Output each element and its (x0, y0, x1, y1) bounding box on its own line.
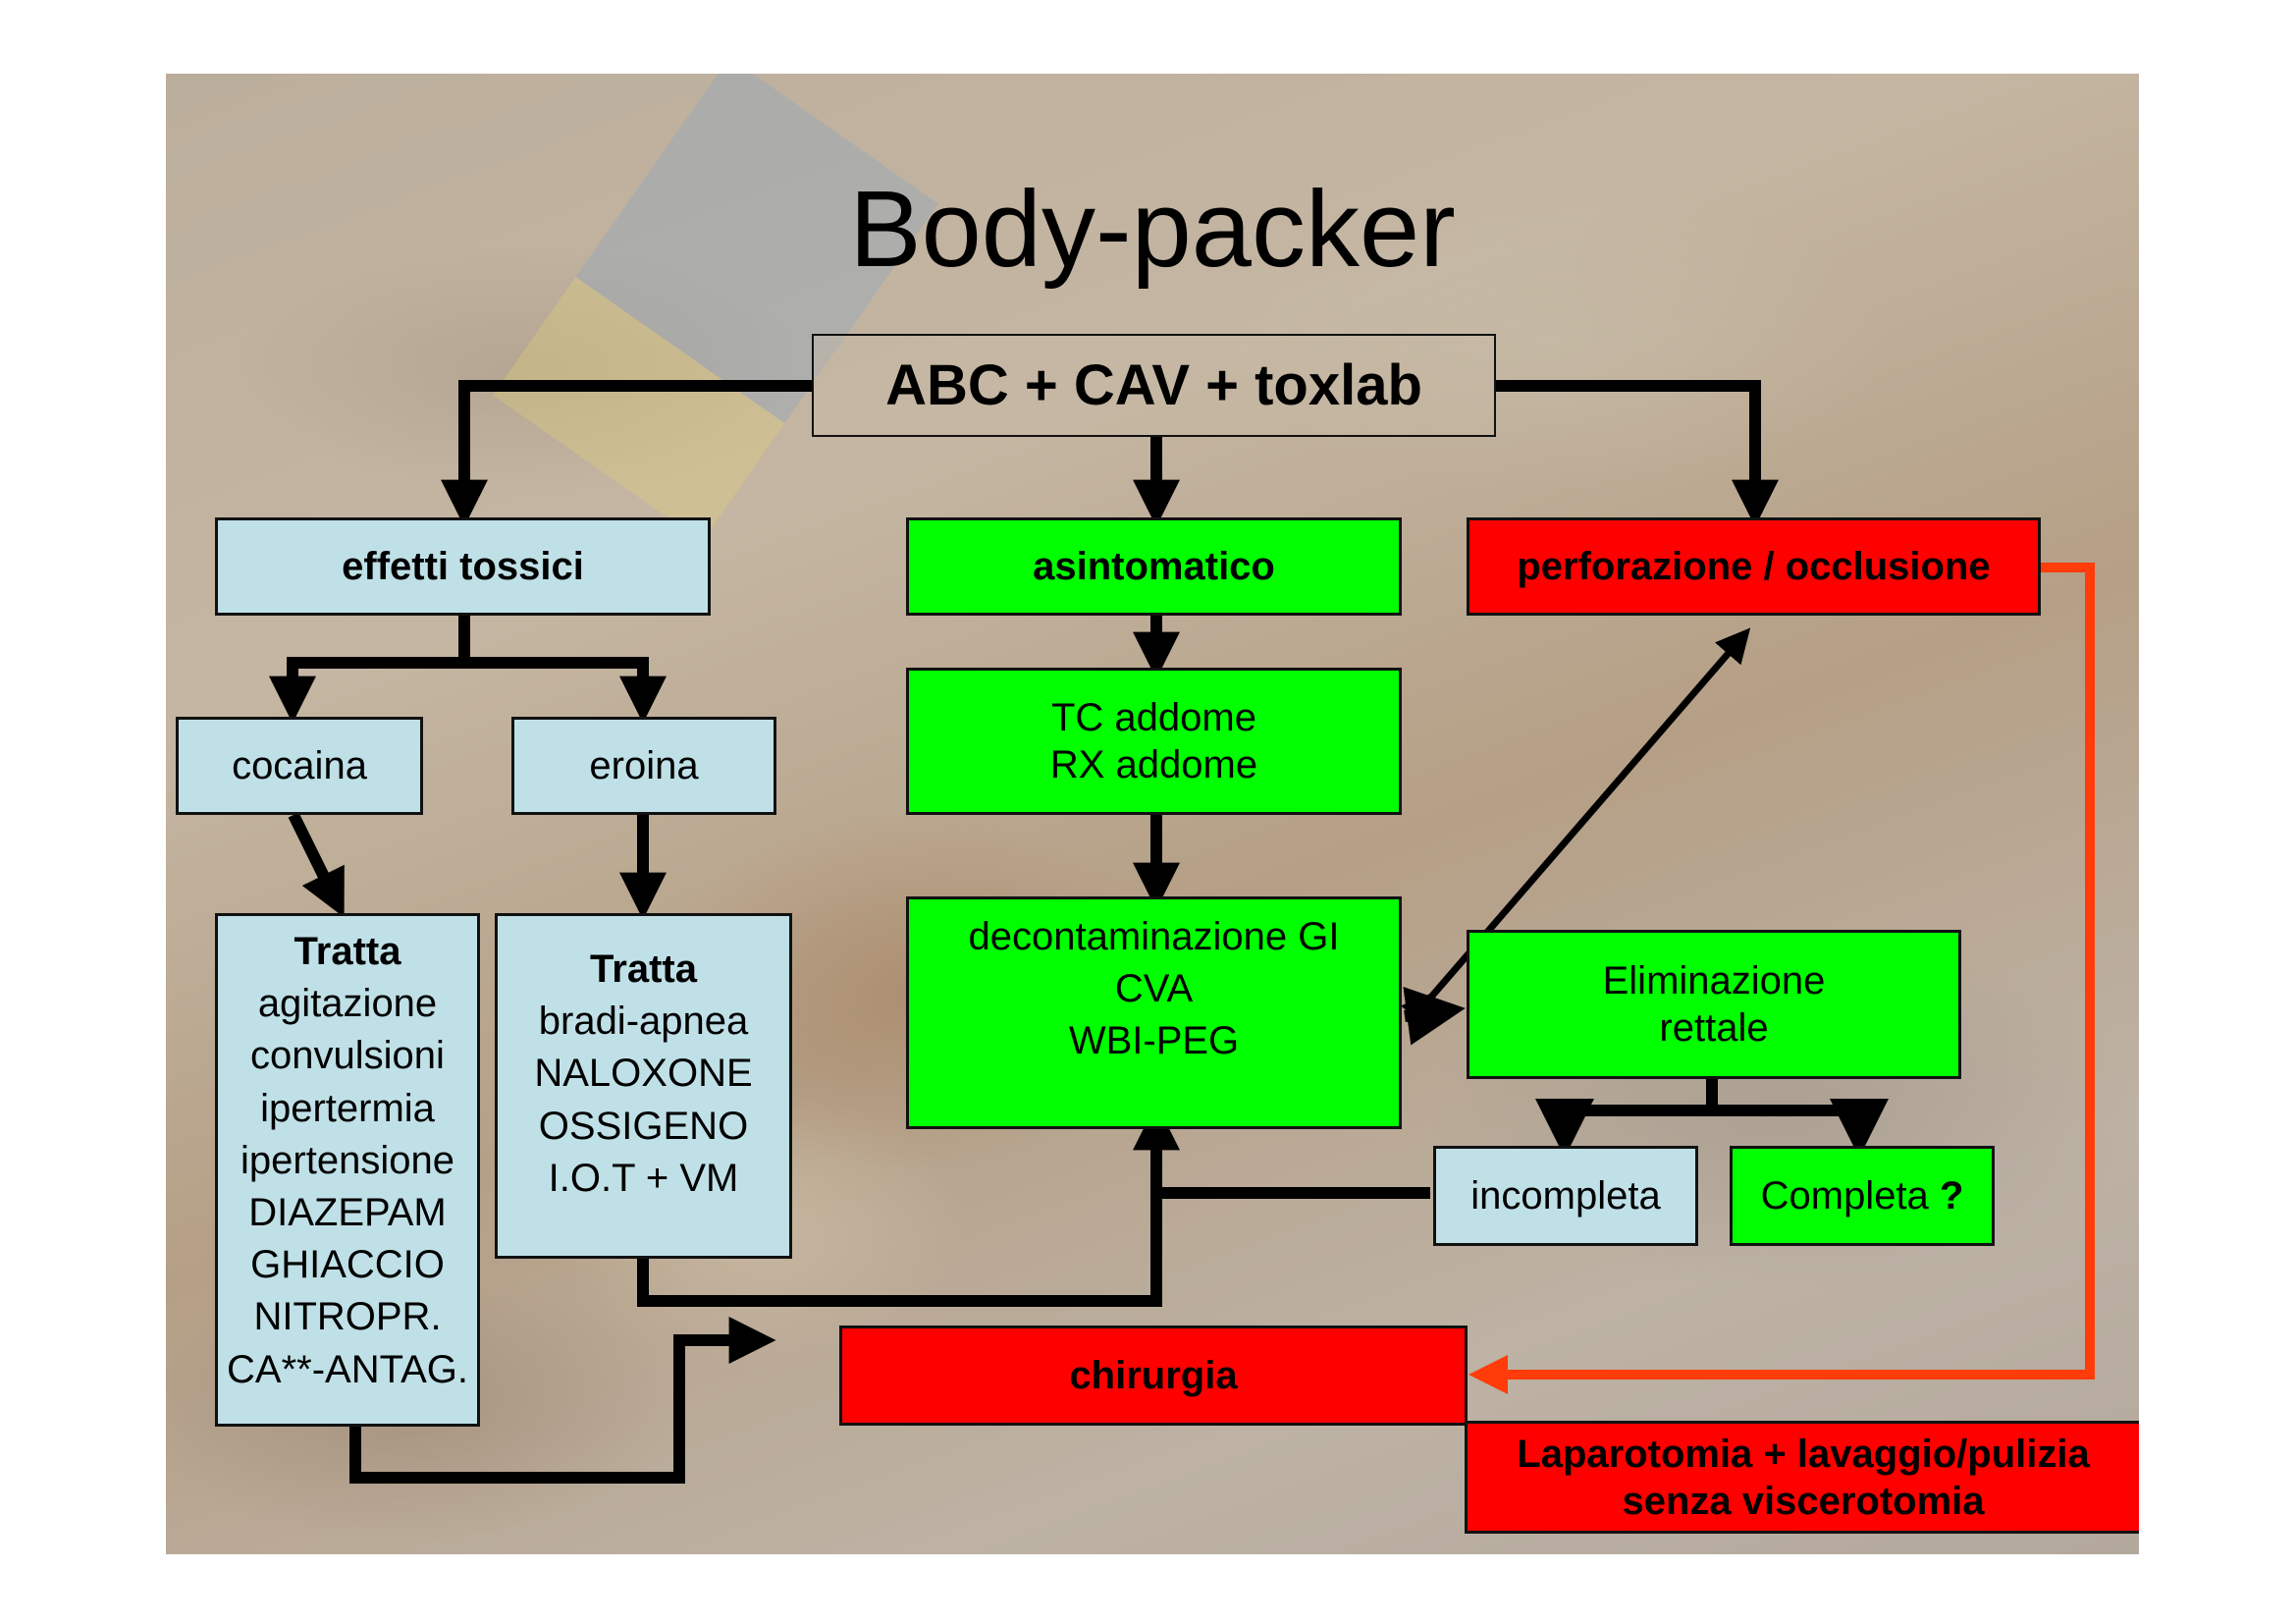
tratta-cocaina-heading: Tratta (294, 930, 401, 973)
tratta-eroina-item: bradi-apnea (538, 1000, 749, 1044)
tratta-cocaina-item: agitazione (257, 982, 438, 1026)
tratta-eroina-item: OSSIGENO (538, 1104, 749, 1148)
node-effetti-label: effetti tossici (342, 545, 584, 588)
node-eliminazione: Eliminazione rettale (1467, 930, 1961, 1079)
node-perforazione: perforazione / occlusione (1467, 517, 2041, 616)
node-effetti-tossici: effetti tossici (215, 517, 711, 616)
arrow-cocaina-tratta (288, 812, 345, 918)
tratta-cocaina-item: ipertermia (260, 1086, 435, 1130)
node-eroina: eroina (511, 717, 776, 815)
tratta-cocaina-item: DIAZEPAM (248, 1190, 447, 1234)
node-completa-label: Completa (1760, 1174, 1929, 1217)
slide: Body-packer (166, 74, 2139, 1554)
node-decontaminazione-line2: CVA (1114, 966, 1194, 1010)
node-decontaminazione: decontaminazione GI CVA WBI-PEG (906, 896, 1402, 1129)
node-decontaminazione-line3: WBI-PEG (1068, 1018, 1240, 1062)
tratta-cocaina-item: NITROPR. (253, 1295, 442, 1339)
tratta-cocaina-item: CA**-ANTAG. (227, 1347, 468, 1391)
node-asintomatico: asintomatico (906, 517, 1402, 616)
node-tratta-eroina: Tratta bradi-apnea NALOXONE OSSIGENO I.O… (495, 913, 792, 1259)
node-tc-line1: TC addome (1051, 696, 1256, 739)
node-asintomatico-label: asintomatico (1033, 545, 1275, 588)
node-eroina-label: eroina (589, 744, 699, 787)
tratta-eroina-item: NALOXONE (534, 1052, 753, 1096)
node-start-label: ABC + CAV + toxlab (885, 352, 1422, 417)
node-chirurgia: chirurgia (839, 1325, 1468, 1426)
arrow-eliminazione-incompleta (1535, 1099, 1712, 1158)
watermark-logo (493, 74, 938, 542)
question-mark: ? (1939, 1174, 1964, 1217)
tratta-cocaina-item: convulsioni (250, 1034, 445, 1078)
node-start: ABC + CAV + toxlab (812, 334, 1496, 437)
node-tc-line2: RX addome (1049, 743, 1258, 786)
arrow-start-perforazione (1496, 380, 1779, 527)
node-incompleta-label: incompleta (1470, 1174, 1661, 1217)
node-tratta-cocaina: Tratta agitazione convulsioni ipertermia… (215, 913, 480, 1427)
tratta-eroina-heading: Tratta (590, 947, 697, 991)
tratta-eroina-item: I.O.T + VM (548, 1156, 739, 1200)
node-perforazione-label: perforazione / occlusione (1517, 545, 1991, 588)
arrow-decontaminazione-eliminazione (1403, 986, 1466, 1046)
slide-title: Body-packer (849, 169, 1456, 290)
node-incompleta: incompleta (1433, 1146, 1698, 1246)
node-decontaminazione-line1: decontaminazione GI (968, 915, 1340, 958)
node-cocaina: cocaina (176, 717, 423, 815)
arrow-eliminazione-completa (1712, 1099, 1889, 1158)
arrow-effetti-eroina (464, 657, 667, 724)
node-eliminazione-line1: Eliminazione (1602, 959, 1826, 1002)
node-laparotomia: Laparotomia + lavaggio/pulizia senza vis… (1465, 1421, 2139, 1534)
node-eliminazione-line2: rettale (1659, 1006, 1769, 1050)
node-laparotomia-line2: senza viscerotomia (1622, 1479, 1985, 1523)
node-laparotomia-line1: Laparotomia + lavaggio/pulizia (1517, 1432, 2090, 1476)
node-completa: Completa ? (1730, 1146, 1995, 1246)
arrow-effetti-cocaina (269, 657, 464, 724)
node-chirurgia-label: chirurgia (1069, 1354, 1238, 1397)
tratta-cocaina-item: ipertensione (240, 1138, 454, 1182)
node-tc-rx: TC addome RX addome (906, 668, 1402, 815)
tratta-cocaina-item: GHIACCIO (250, 1243, 445, 1287)
node-cocaina-label: cocaina (232, 744, 367, 787)
